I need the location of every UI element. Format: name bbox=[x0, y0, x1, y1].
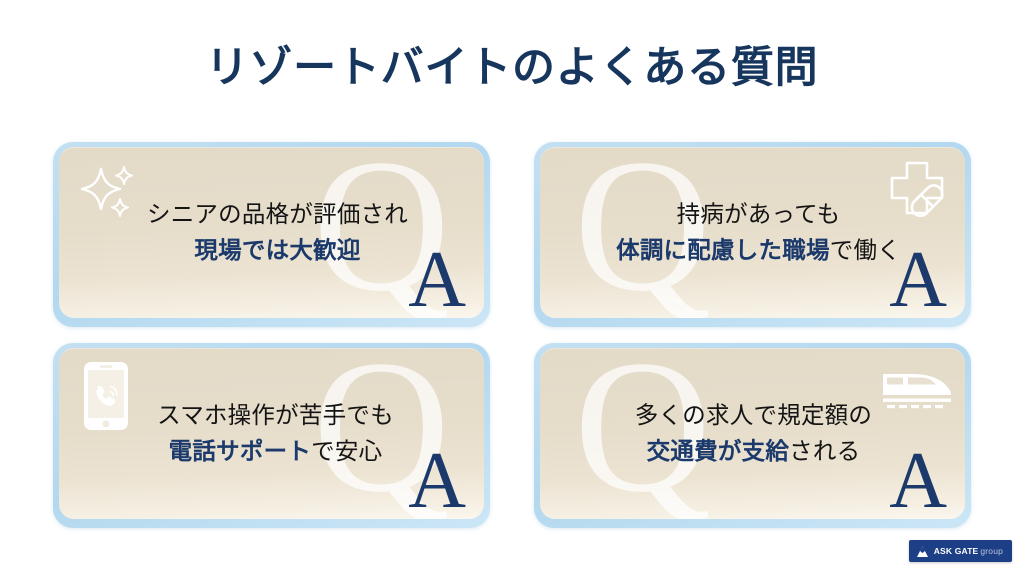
faq-card-phone-support[interactable]: Q bbox=[53, 343, 490, 528]
card-line-2: 電話サポートで安心 bbox=[125, 435, 426, 468]
faq-card-grid: Q シニアの品格が評価され 現場では大歓迎 A Q bbox=[53, 142, 971, 528]
card-line-1: 持病があっても bbox=[676, 199, 841, 228]
card-line-2: 現場では大歓迎 bbox=[129, 234, 426, 267]
card-line-2-highlight: 交通費が支給 bbox=[646, 437, 790, 465]
card-line-2-rest: で働く bbox=[829, 236, 901, 264]
card-text-block: シニアの品格が評価され 現場では大歓迎 bbox=[59, 198, 484, 268]
card-inner-panel: Q 持病があっても 体調に配慮した職場で働く A bbox=[540, 147, 965, 318]
card-inner-panel: Q 多くの求人で規定額の bbox=[540, 348, 965, 519]
card-line-2-highlight: 電話サポート bbox=[168, 437, 312, 465]
brand-suffix: group bbox=[980, 546, 1003, 556]
card-text-block: 持病があっても 体調に配慮した職場で働く bbox=[540, 198, 965, 268]
card-line-2-highlight: 体調に配慮した職場 bbox=[616, 236, 830, 264]
card-line-2: 交通費が支給される bbox=[596, 435, 911, 468]
faq-card-senior-welcome[interactable]: Q シニアの品格が評価され 現場では大歓迎 A bbox=[53, 142, 490, 327]
card-line-2-highlight: 現場では大歓迎 bbox=[194, 236, 361, 264]
page-title: リゾートバイトのよくある質問 bbox=[205, 43, 819, 93]
card-line-1: シニアの品格が評価され bbox=[146, 199, 409, 228]
card-line-2-rest: で安心 bbox=[311, 437, 383, 465]
card-text-block: 多くの求人で規定額の 交通費が支給される bbox=[540, 399, 965, 469]
card-text-block: スマホ操作が苦手でも 電話サポートで安心 bbox=[59, 399, 484, 469]
triangle-mountain-icon bbox=[916, 545, 929, 558]
card-line-2: 体調に配慮した職場で働く bbox=[600, 234, 917, 267]
faq-card-health-consideration[interactable]: Q 持病があっても 体調に配慮した職場で働く A bbox=[534, 142, 971, 327]
card-line-1: 多くの求人で規定額の bbox=[634, 400, 873, 429]
card-inner-panel: Q bbox=[59, 348, 484, 519]
faq-card-travel-expenses[interactable]: Q 多くの求人で規定額の bbox=[534, 343, 971, 528]
card-inner-panel: Q シニアの品格が評価され 現場では大歓迎 A bbox=[59, 147, 484, 318]
card-line-1: スマホ操作が苦手でも bbox=[157, 400, 394, 429]
card-line-2-rest: される bbox=[789, 437, 861, 465]
brand-name: ASK GATE bbox=[933, 546, 979, 556]
